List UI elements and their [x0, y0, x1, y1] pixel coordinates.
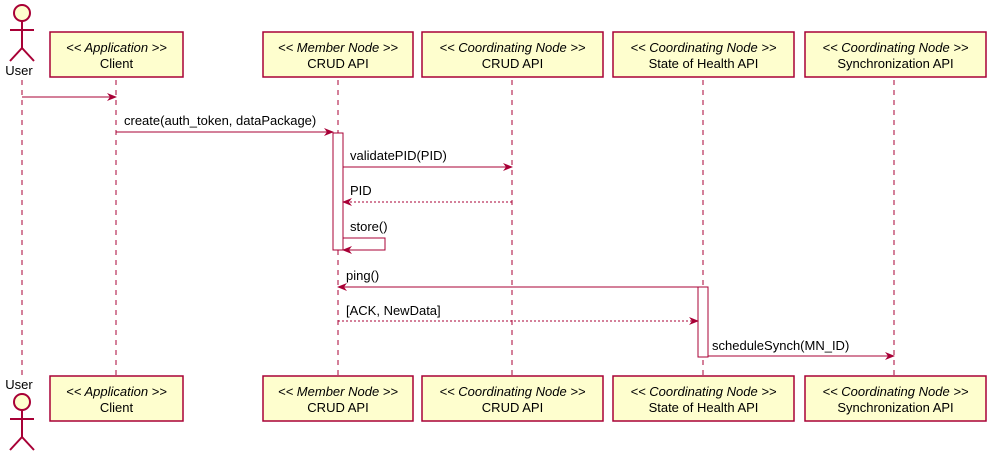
participant-client-bottom: << Application >> Client — [49, 375, 184, 422]
participant-cn-crud-top: << Coordinating Node >> CRUD API — [421, 31, 604, 78]
participant-client-top: << Application >> Client — [49, 31, 184, 78]
participant-cn-sync-top: << Coordinating Node >> Synchronization … — [804, 31, 987, 78]
participant-mn-crud-top: << Member Node >> CRUD API — [262, 31, 414, 78]
message-label: [ACK, NewData] — [346, 303, 441, 318]
participant-name: Client — [100, 56, 134, 71]
actor-head-icon — [13, 393, 31, 411]
participant-name: Client — [100, 400, 134, 415]
participant-cn-crud-bottom: << Coordinating Node >> CRUD API — [421, 375, 604, 422]
participant-name: CRUD API — [482, 400, 543, 415]
actor-user-top: User — [5, 4, 35, 78]
message-pid-return: PID — [342, 183, 512, 206]
participant-name: State of Health API — [649, 400, 759, 415]
activation-cn-soh — [697, 286, 709, 358]
actor-head-icon — [13, 4, 31, 22]
activation-mn-crud — [332, 132, 344, 251]
participant-stereotype: << Coordinating Node >> — [440, 40, 586, 55]
participant-stereotype: << Coordinating Node >> — [823, 384, 969, 399]
message-store: store() — [342, 219, 388, 254]
participant-stereotype: << Coordinating Node >> — [440, 384, 586, 399]
participant-stereotype: << Coordinating Node >> — [631, 384, 777, 399]
message-ack: [ACK, NewData] — [338, 303, 699, 325]
participant-cn-sync-bottom: << Coordinating Node >> Synchronization … — [804, 375, 987, 422]
participant-stereotype: << Coordinating Node >> — [823, 40, 969, 55]
participant-name: Synchronization API — [837, 56, 953, 71]
participant-name: CRUD API — [482, 56, 543, 71]
message-arrow — [342, 237, 386, 254]
message-label: PID — [350, 183, 372, 198]
participant-stereotype: << Coordinating Node >> — [631, 40, 777, 55]
participant-stereotype: << Application >> — [66, 40, 167, 55]
message-label: validatePID(PID) — [350, 148, 447, 163]
participant-stereotype: << Application >> — [66, 384, 167, 399]
message-create: create(auth_token, dataPackage) — [116, 113, 334, 136]
message-label: store() — [350, 219, 388, 234]
participant-name: CRUD API — [307, 56, 368, 71]
participant-cn-soh-top: << Coordinating Node >> State of Health … — [612, 31, 795, 78]
actor-label: User — [5, 377, 33, 392]
participant-cn-soh-bottom: << Coordinating Node >> State of Health … — [612, 375, 795, 422]
participant-name: CRUD API — [307, 400, 368, 415]
message-label: create(auth_token, dataPackage) — [124, 113, 316, 128]
participant-name: State of Health API — [649, 56, 759, 71]
message-label: scheduleSynch(MN_ID) — [712, 338, 849, 353]
message-schedule-synch: scheduleSynch(MN_ID) — [708, 338, 895, 360]
participant-stereotype: << Member Node >> — [278, 40, 398, 55]
actor-user-bottom: User — [5, 377, 35, 451]
participant-mn-crud-bottom: << Member Node >> CRUD API — [262, 375, 414, 422]
participant-stereotype: << Member Node >> — [278, 384, 398, 399]
actor-label: User — [5, 63, 33, 78]
message-validate-pid: validatePID(PID) — [343, 148, 513, 171]
message-label: ping() — [346, 268, 379, 283]
message-ping: ping() — [337, 268, 698, 291]
participant-name: Synchronization API — [837, 400, 953, 415]
